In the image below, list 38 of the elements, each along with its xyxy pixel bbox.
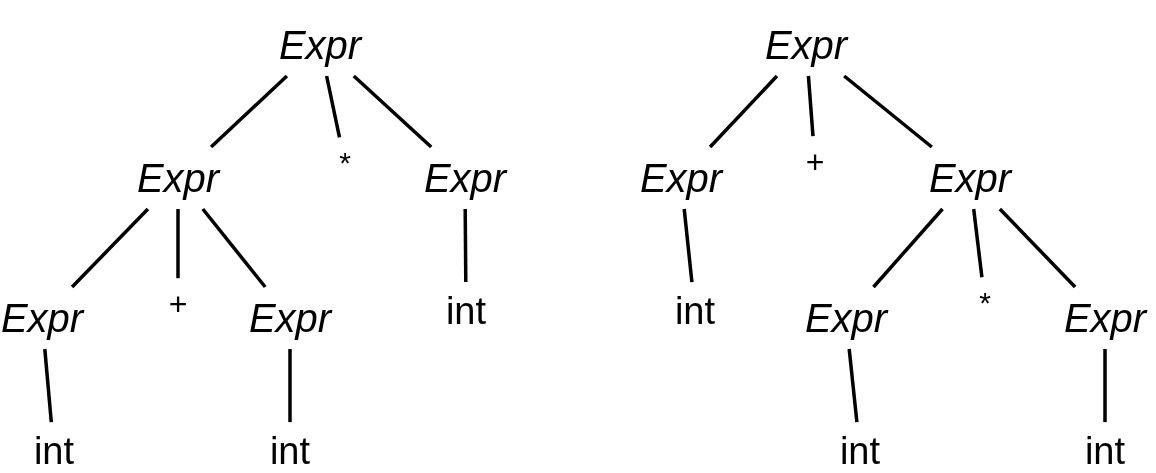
operator-label: * (337, 137, 353, 189)
nonterminal-label: Expr (926, 147, 1014, 209)
nonterminal-label: Expr (802, 287, 890, 349)
tree-branch-line (463, 209, 468, 283)
terminal-label: int (443, 282, 489, 342)
tree-branch-line (201, 207, 267, 289)
tree-branch-line (43, 348, 54, 423)
nonterminal-label: Expr (637, 147, 725, 209)
nonterminal-label: Expr (276, 14, 364, 76)
nonterminal-label: Expr (0, 287, 86, 349)
tree-branch-line (176, 209, 180, 279)
terminal-label: int (31, 422, 77, 473)
operator-label: * (977, 277, 993, 329)
terminal-label: int (837, 422, 883, 473)
tree-branch-line (209, 74, 289, 149)
tree-branch-line (324, 75, 342, 138)
nonterminal-label: Expr (421, 147, 509, 209)
tree-branch-line (847, 348, 859, 423)
tree-branch-line (682, 208, 694, 283)
tree-branch-line (708, 74, 779, 149)
terminal-label: int (672, 282, 718, 342)
operator-label: + (803, 136, 827, 190)
tree-branch-line (1103, 349, 1107, 423)
tree-branch-line (806, 75, 815, 137)
tree-branch-line (843, 74, 933, 149)
terminal-label: int (267, 422, 313, 473)
tree-branch-line (70, 207, 150, 289)
operator-label: + (166, 278, 190, 332)
terminal-label: int (1082, 422, 1128, 473)
nonterminal-label: Expr (134, 147, 222, 209)
tree-branch-line (872, 207, 944, 289)
tree-branch-line (288, 349, 292, 423)
tree-branch-line (998, 207, 1077, 289)
nonterminal-label: Expr (762, 14, 850, 76)
tree-branch-line (971, 208, 984, 278)
tree-branch-line (352, 74, 433, 149)
nonterminal-label: Expr (246, 287, 334, 349)
nonterminal-label: Expr (1061, 287, 1149, 349)
